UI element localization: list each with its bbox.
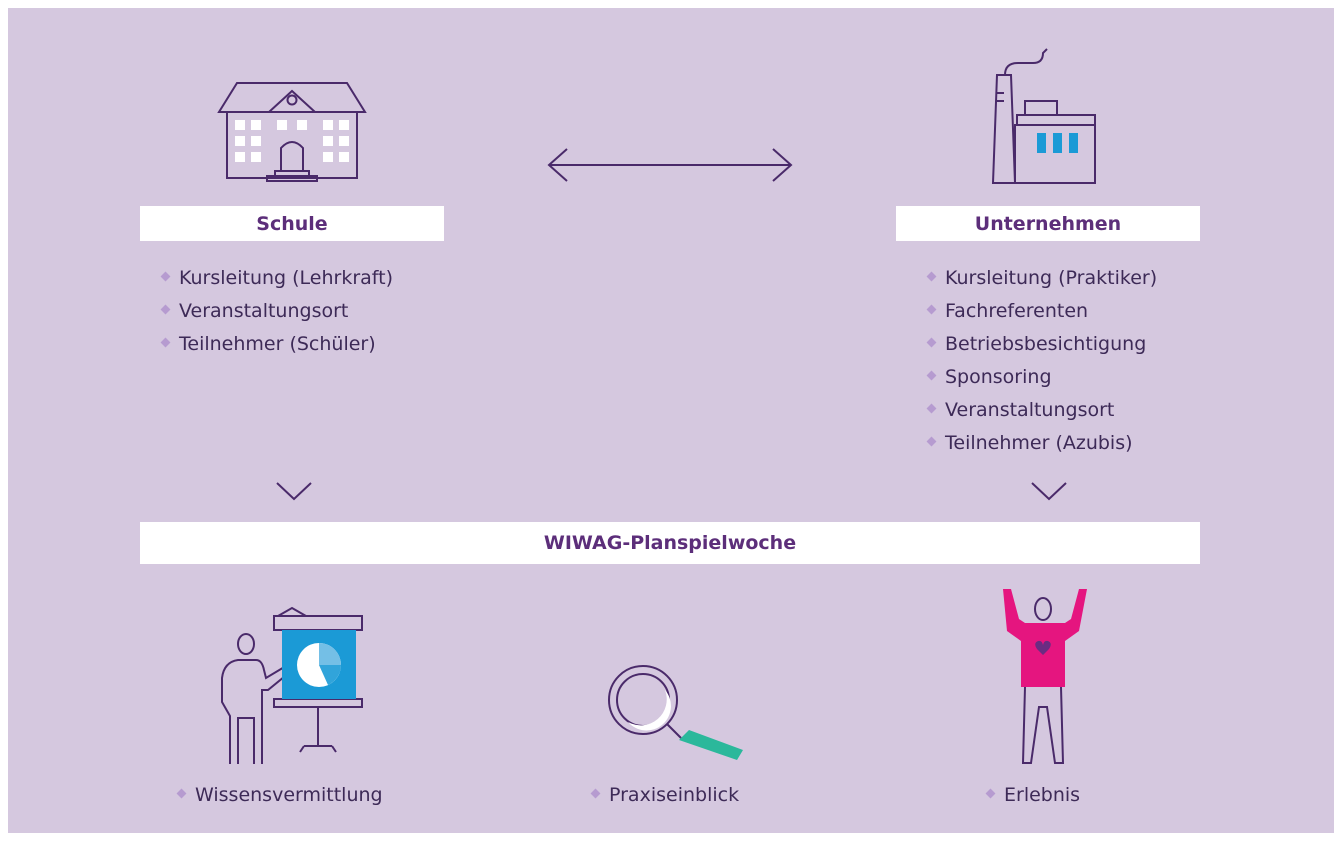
unternehmen-title-box: Unternehmen [896, 206, 1200, 241]
chevron-down-icon [276, 482, 312, 501]
unternehmen-list: Kursleitung (Praktiker) Fachreferenten B… [926, 262, 1157, 460]
list-item: Betriebsbesichtigung [926, 328, 1157, 361]
diamond-bullet-icon [985, 788, 996, 799]
diamond-bullet-icon [160, 337, 171, 348]
diamond-bullet-icon [926, 370, 937, 381]
presenter-icon [221, 606, 363, 764]
diamond-bullet-icon [160, 271, 171, 282]
outcome-praxiseinblick: Praxiseinblick [590, 784, 739, 806]
list-item: Veranstaltungsort [926, 394, 1157, 427]
diamond-bullet-icon [160, 304, 171, 315]
list-item: Kursleitung (Praktiker) [926, 262, 1157, 295]
diamond-bullet-icon [926, 337, 937, 348]
diagram-panel [8, 8, 1334, 833]
magnifier-icon [608, 665, 743, 760]
schule-title-box: Schule [140, 206, 444, 241]
list-item: Sponsoring [926, 361, 1157, 394]
factory-icon [991, 48, 1096, 184]
diamond-bullet-icon [926, 304, 937, 315]
center-title-box: WIWAG-Planspielwoche [140, 522, 1200, 564]
diamond-bullet-icon [926, 271, 937, 282]
diamond-bullet-icon [176, 788, 187, 799]
diamond-bullet-icon [926, 403, 937, 414]
list-item: Teilnehmer (Schüler) [160, 328, 393, 361]
double-arrow-icon [547, 148, 793, 182]
outcome-wissensvermittlung: Wissensvermittlung [176, 784, 383, 806]
diamond-bullet-icon [590, 788, 601, 799]
outcome-erlebnis: Erlebnis [985, 784, 1080, 806]
list-item: Teilnehmer (Azubis) [926, 427, 1157, 460]
schule-title: Schule [256, 212, 328, 235]
list-item: Veranstaltungsort [160, 295, 393, 328]
list-item: Fachreferenten [926, 295, 1157, 328]
unternehmen-title: Unternehmen [974, 212, 1122, 235]
center-title: WIWAG-Planspielwoche [543, 532, 797, 554]
school-building-icon [217, 82, 367, 182]
diamond-bullet-icon [926, 436, 937, 447]
schule-list: Kursleitung (Lehrkraft) Veranstaltungsor… [160, 262, 393, 361]
list-item: Kursleitung (Lehrkraft) [160, 262, 393, 295]
cheering-person-icon [1003, 589, 1087, 764]
chevron-down-icon [1031, 482, 1067, 501]
